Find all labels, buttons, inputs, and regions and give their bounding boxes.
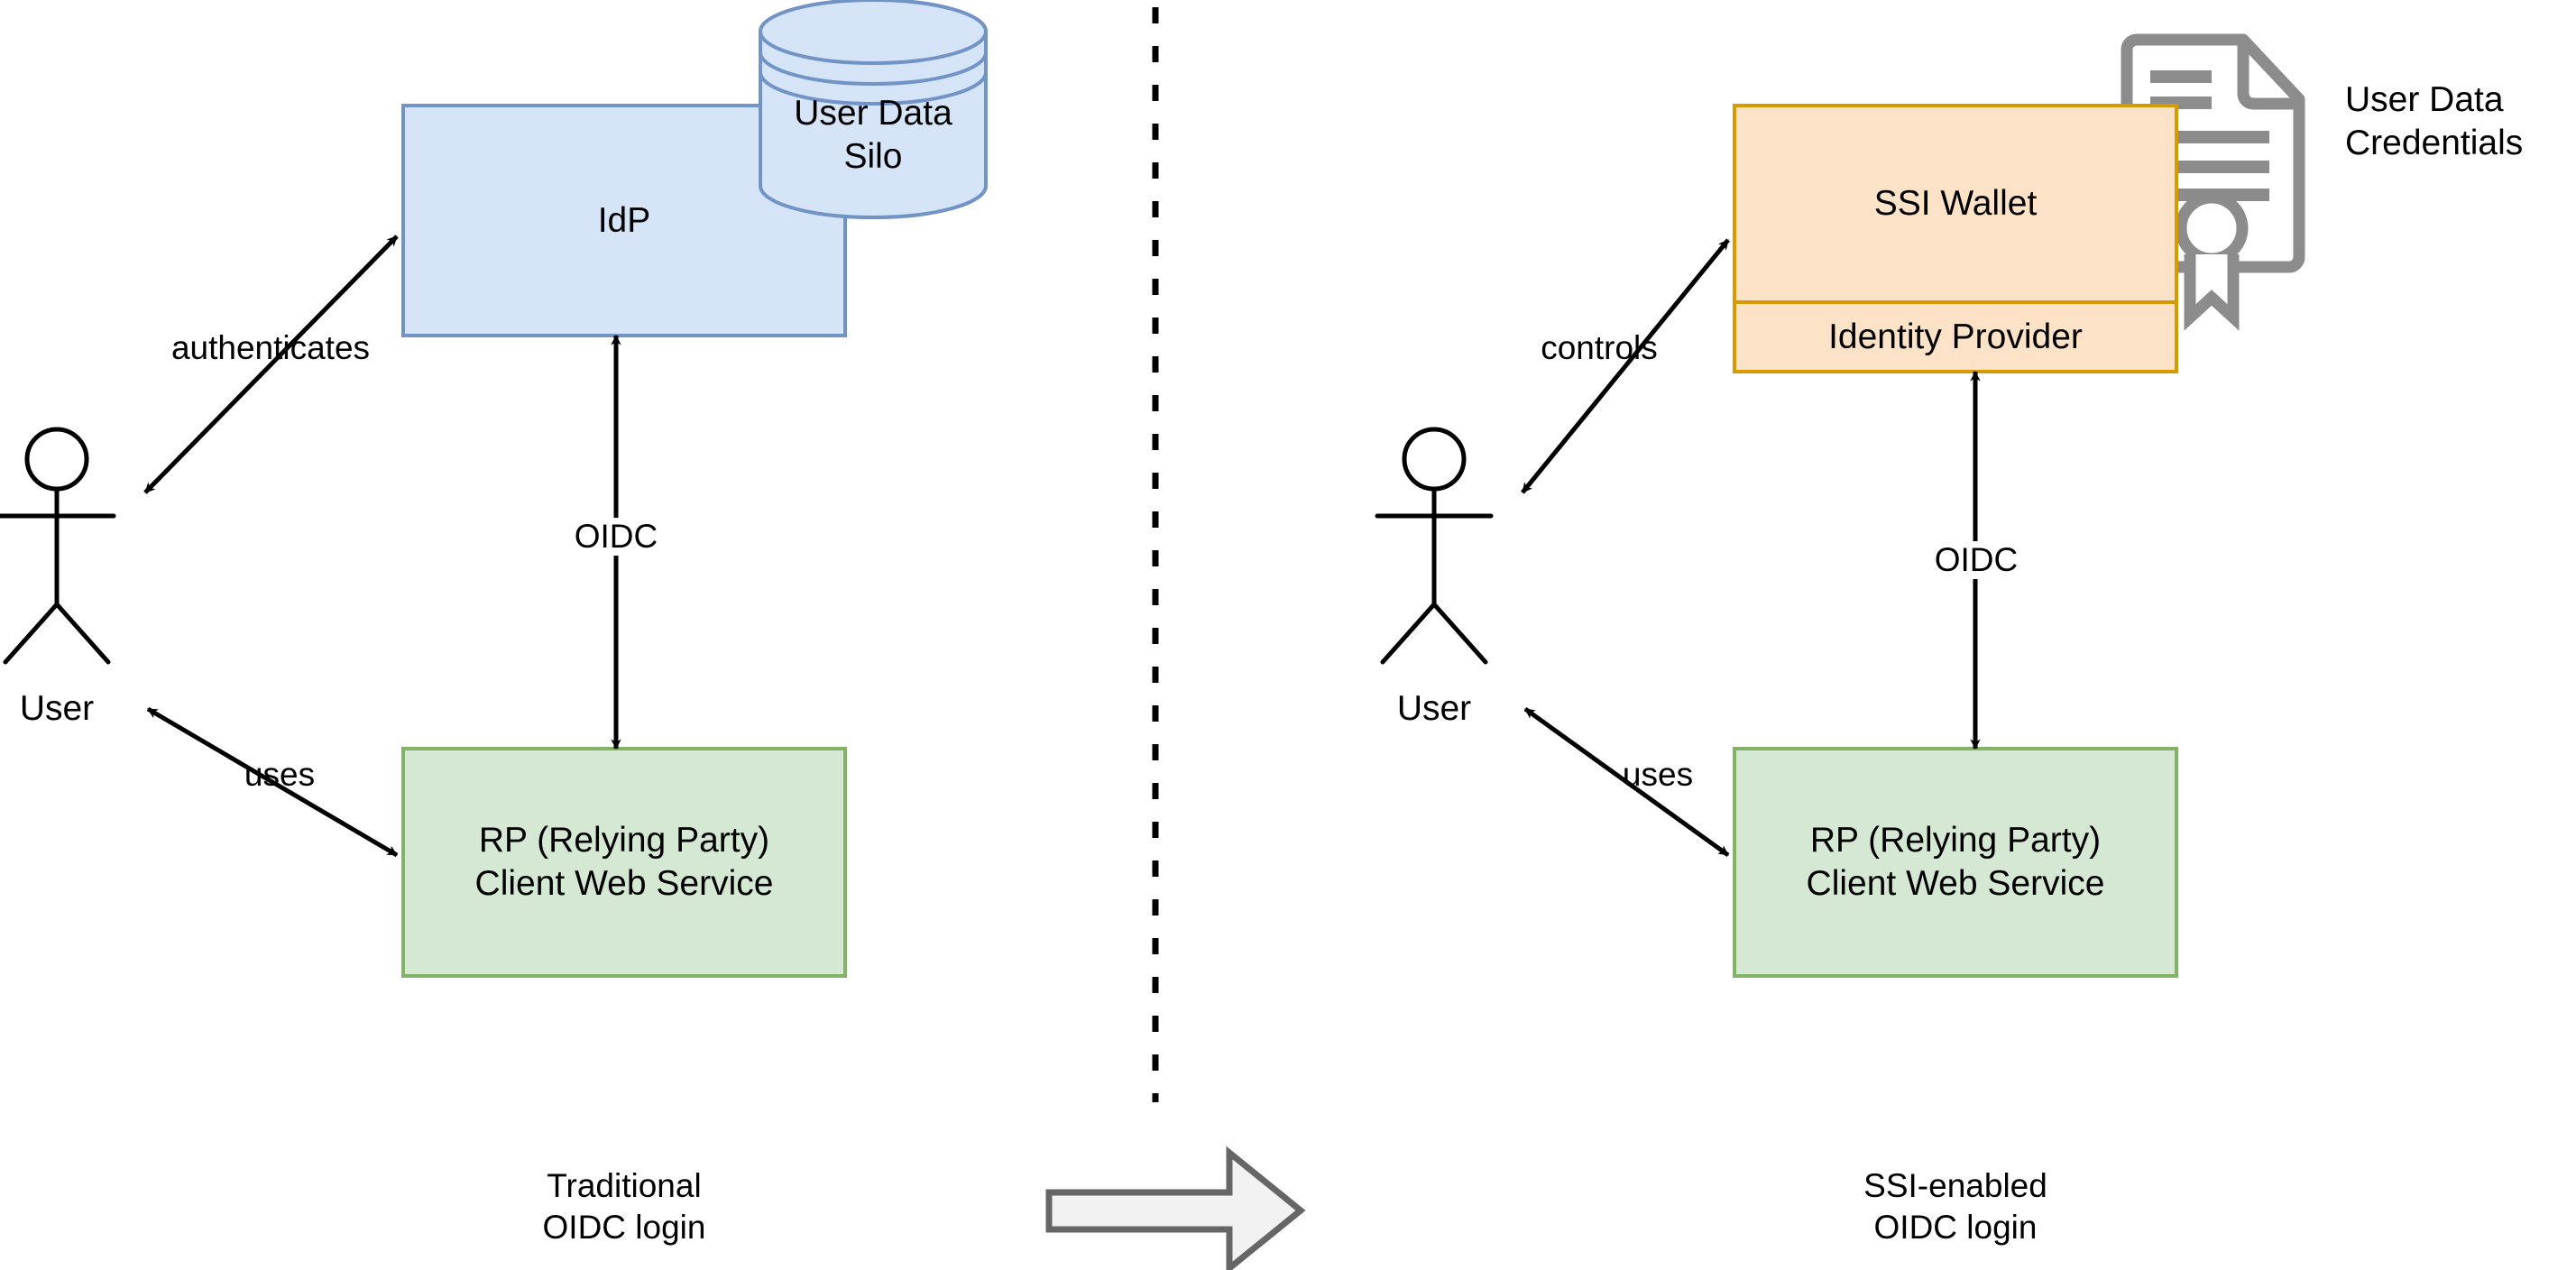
user-label-right: User [1396,689,1472,728]
edge-label-oidc-left: OIDC [541,518,691,556]
edge-label-uses-left: uses [244,756,316,793]
rp-box-shape-right [1733,747,2178,978]
edge-label-uses-right: uses [1622,756,1694,793]
caption-right: SSI-enabled OIDC login [1863,1167,2047,1247]
user-data-silo-overlap [759,0,988,219]
edge-label-oidc-right: OIDC [1901,541,2051,579]
user-label-left: User [19,689,95,728]
edge-uses-line-left [146,706,399,858]
user-actor-shape-left [0,427,116,665]
edge-uses-line-right [1523,706,1730,858]
ssi-wallet-box-shape [1733,104,2178,373]
user-actor-shape-right [1375,427,1494,665]
edge-controls-line [1521,238,1730,494]
edge-label-controls: controls [1541,329,1658,366]
edge-authenticates-line [143,235,399,494]
caption-left: Traditional OIDC login [542,1167,706,1247]
block-arrow-right-icon [1045,1146,1306,1270]
edge-label-authenticates: authenticates [170,329,371,366]
rp-box-shape-left [401,747,847,978]
